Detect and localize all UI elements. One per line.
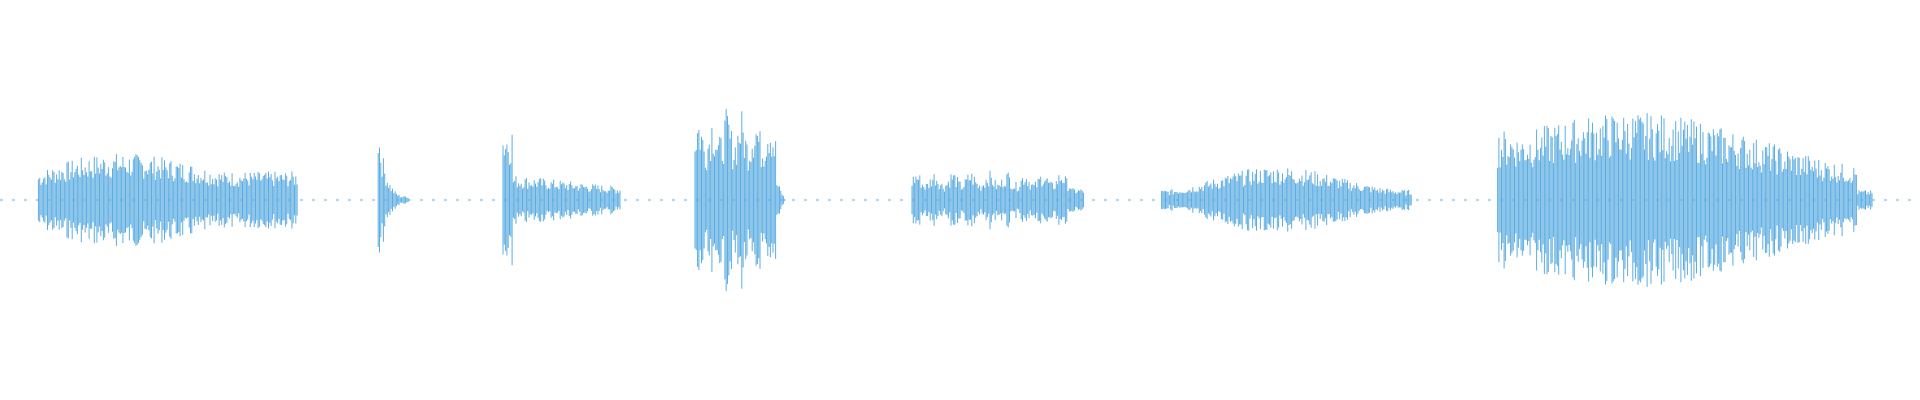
waveform-segment-6 xyxy=(1161,168,1412,232)
waveform-segment-1 xyxy=(37,154,298,246)
waveform-segment-7 xyxy=(1497,113,1873,287)
waveform-segment-4 xyxy=(694,108,786,292)
waveform-segment-5 xyxy=(911,170,1085,230)
waveform-segment-3 xyxy=(502,134,621,266)
waveform-segment-2 xyxy=(377,147,409,253)
waveform-segments xyxy=(37,108,1873,292)
